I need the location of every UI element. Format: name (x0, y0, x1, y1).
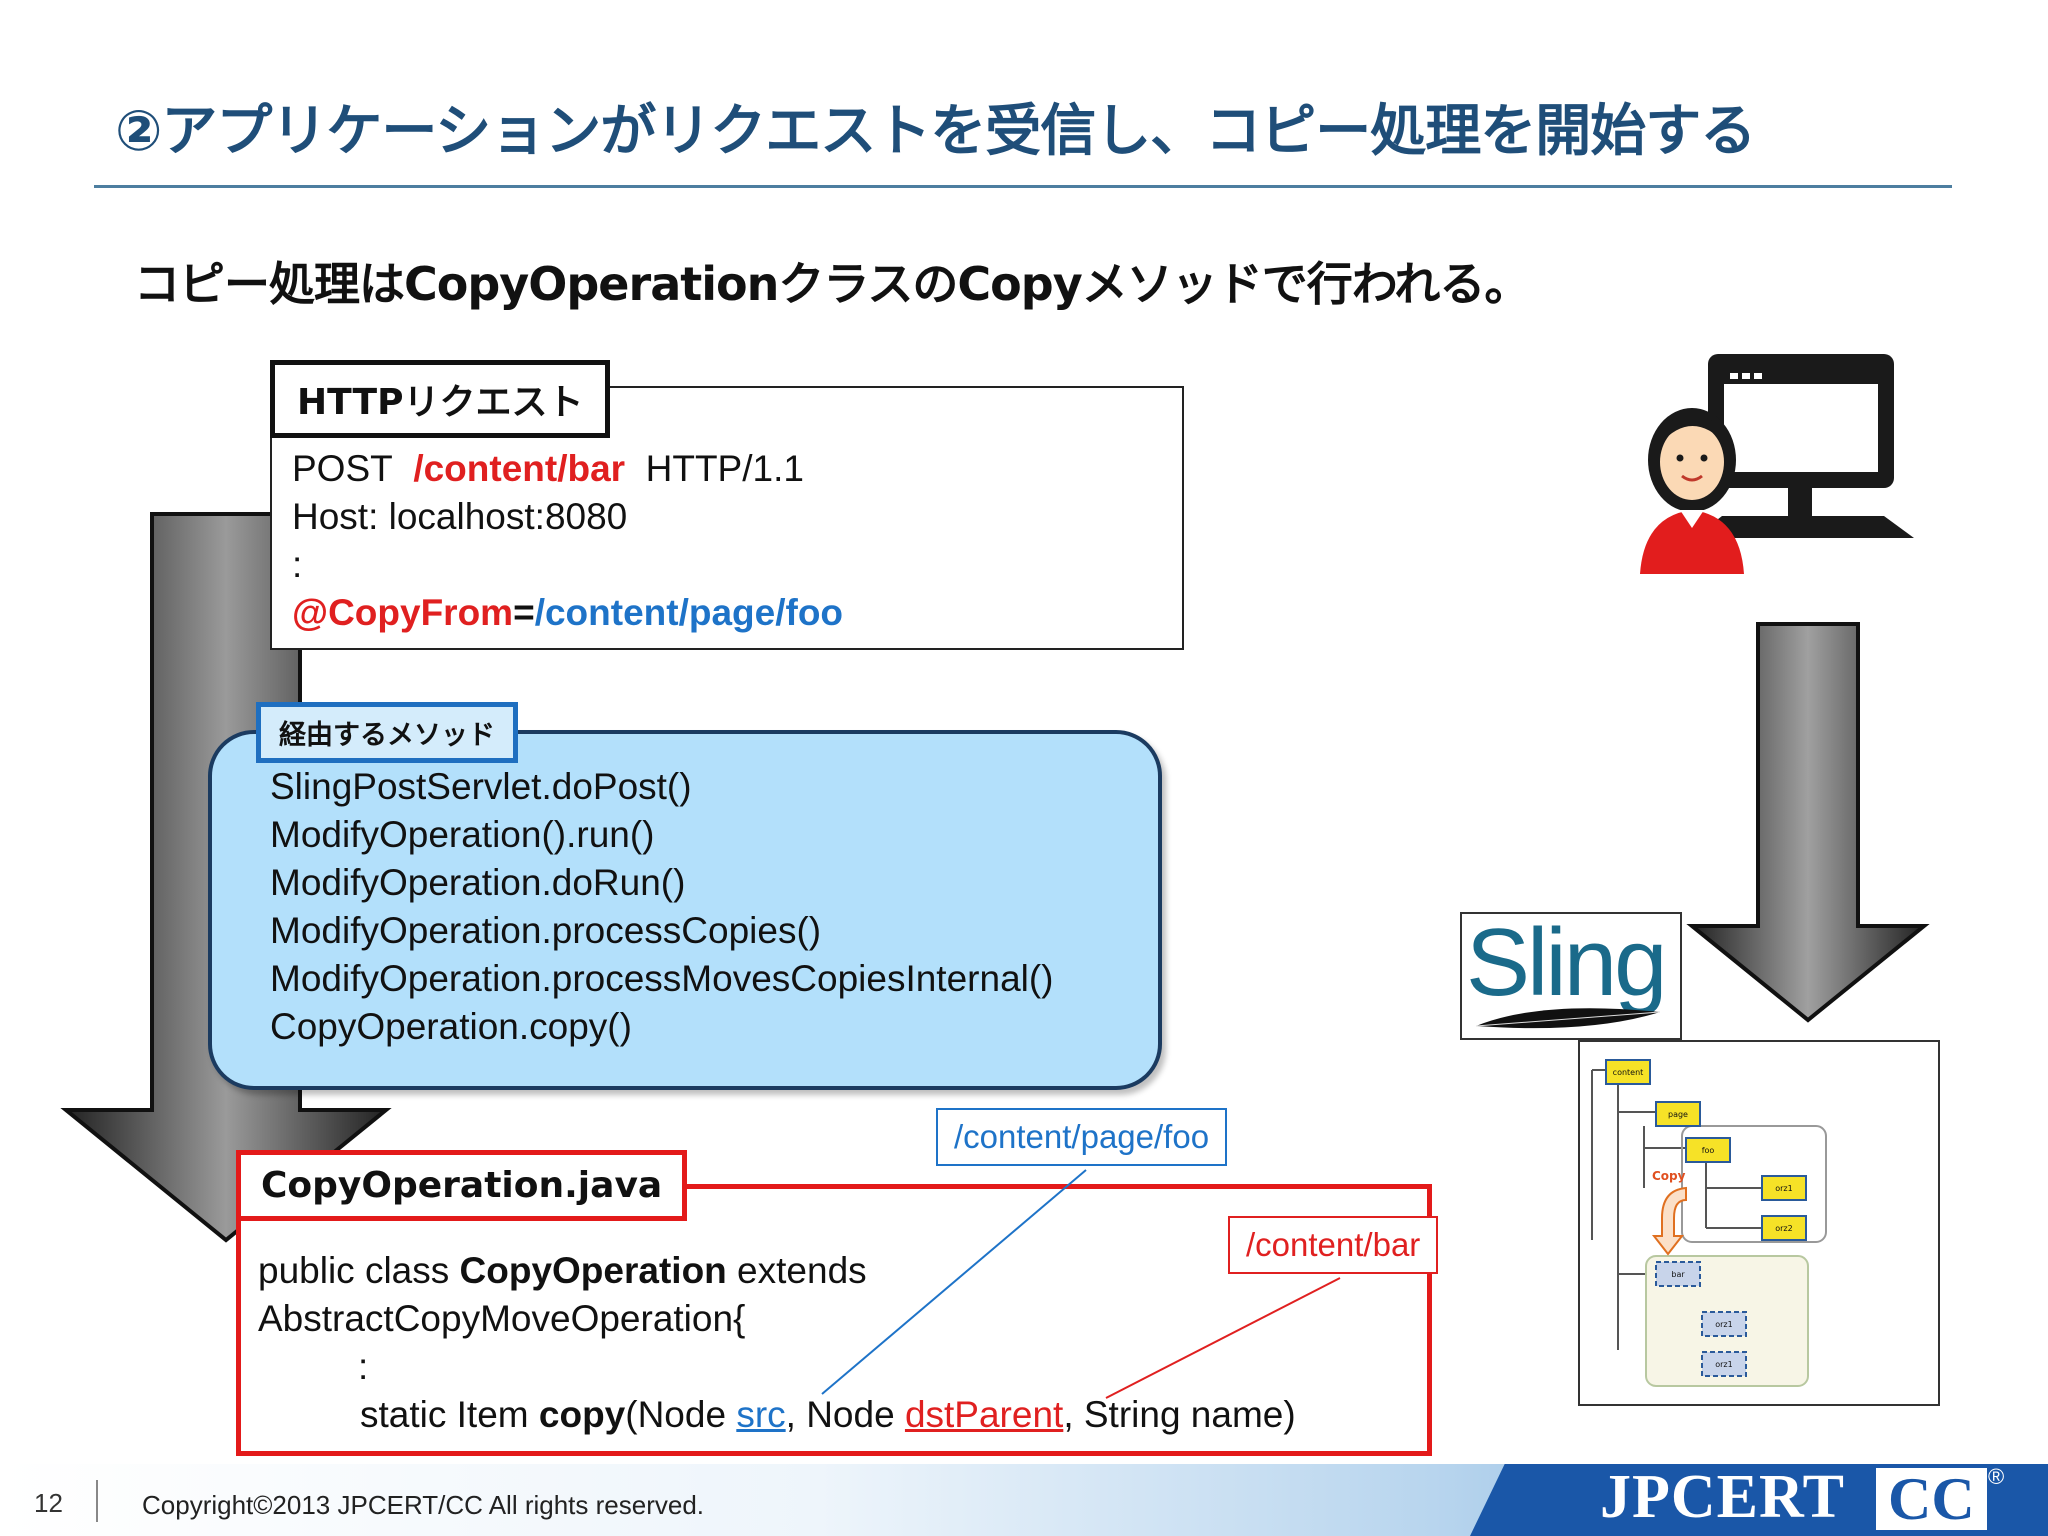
request-path: /content/bar (413, 448, 626, 489)
code-line-3: : (358, 1346, 369, 1387)
request-line: POST /content/bar HTTP/1.1 (292, 448, 804, 490)
request-param: @CopyFrom=/content/page/foo (292, 592, 843, 634)
tree-node-bar-orz2: orz1 (1715, 1360, 1732, 1369)
code-text: (Node (625, 1394, 737, 1435)
methods-label: 経由するメソッド (256, 702, 518, 763)
copyright-text: Copyright©2013 JPCERT/CC All rights rese… (142, 1490, 705, 1520)
brand-logo-cc: CC (1876, 1468, 1987, 1530)
param-value: /content/page/foo (534, 592, 844, 633)
copy-label: Copy (1652, 1169, 1686, 1183)
method-item: SlingPostServlet.doPost() (270, 766, 692, 807)
feather-icon (1475, 1008, 1661, 1029)
dst-path-callout: /content/bar (1228, 1216, 1439, 1274)
flow-arrow-right-icon (1686, 622, 1930, 1023)
page-subtitle: コピー処理はCopyOperationクラスのCopyメソッドで行われる。 (134, 257, 1530, 311)
param-eq: = (513, 592, 535, 633)
code-line-1: public class CopyOperation extends (258, 1250, 867, 1292)
sling-logo (1460, 912, 1682, 1040)
user-computer-icon (1640, 354, 1914, 574)
http-request-label: HTTPリクエスト (270, 360, 611, 438)
title-divider (94, 185, 1952, 188)
param-name: @CopyFrom (292, 592, 514, 633)
copy-arrow-icon (1651, 1186, 1687, 1256)
method-item: ModifyOperation.processMovesCopiesIntern… (270, 958, 1054, 999)
tree-node-content: content (1613, 1068, 1644, 1077)
code-file-label: CopyOperation.java (236, 1150, 688, 1221)
code-text: , Node (785, 1394, 905, 1435)
code-text: , String name) (1063, 1394, 1296, 1435)
tree-node-bar-orz1: orz1 (1715, 1320, 1732, 1329)
registered-mark: ® (1988, 1464, 2005, 1489)
request-ellipsis: : (292, 544, 303, 585)
footer-divider (96, 1480, 98, 1522)
request-host: Host: localhost:8080 (292, 496, 628, 537)
code-line-2: AbstractCopyMoveOperation{ (258, 1298, 746, 1339)
code-text: extends (726, 1250, 867, 1291)
param-dst-parent: dstParent (904, 1394, 1064, 1435)
code-method-name: copy (538, 1394, 626, 1435)
method-item: ModifyOperation.processCopies() (270, 910, 822, 951)
methods-box (208, 730, 1162, 1090)
code-text: public class (258, 1250, 460, 1291)
tree-node-bar: bar (1671, 1270, 1685, 1279)
sling-logo-text: Sling (1466, 909, 1667, 1016)
request-method: POST (292, 448, 393, 489)
code-line-4: static Item copy(Node src, Node dstParen… (360, 1394, 1296, 1436)
tree-node-orz1: orz1 (1775, 1184, 1792, 1193)
method-item: ModifyOperation().run() (270, 814, 655, 855)
tree-diagram: content page foo orz1 orz2 bar orz1 orz1… (1591, 1059, 1827, 1387)
tree-node-page: page (1668, 1110, 1688, 1119)
method-item: ModifyOperation.doRun() (270, 862, 686, 903)
param-src: src (736, 1394, 786, 1435)
brand-logo-text: JPCERT (1600, 1463, 1845, 1531)
page-number: 12 (34, 1488, 63, 1518)
tree-node-foo: foo (1702, 1146, 1715, 1155)
src-path-callout: /content/page/foo (936, 1108, 1228, 1166)
tree-node-orz2: orz2 (1775, 1224, 1792, 1233)
code-text: static Item (360, 1394, 539, 1435)
code-class-name: CopyOperation (459, 1250, 727, 1291)
request-protocol: HTTP/1.1 (645, 448, 804, 489)
page-title: ②アプリケーションがリクエストを受信し、コピー処理を開始する (115, 99, 1756, 164)
method-item: CopyOperation.copy() (270, 1006, 632, 1047)
